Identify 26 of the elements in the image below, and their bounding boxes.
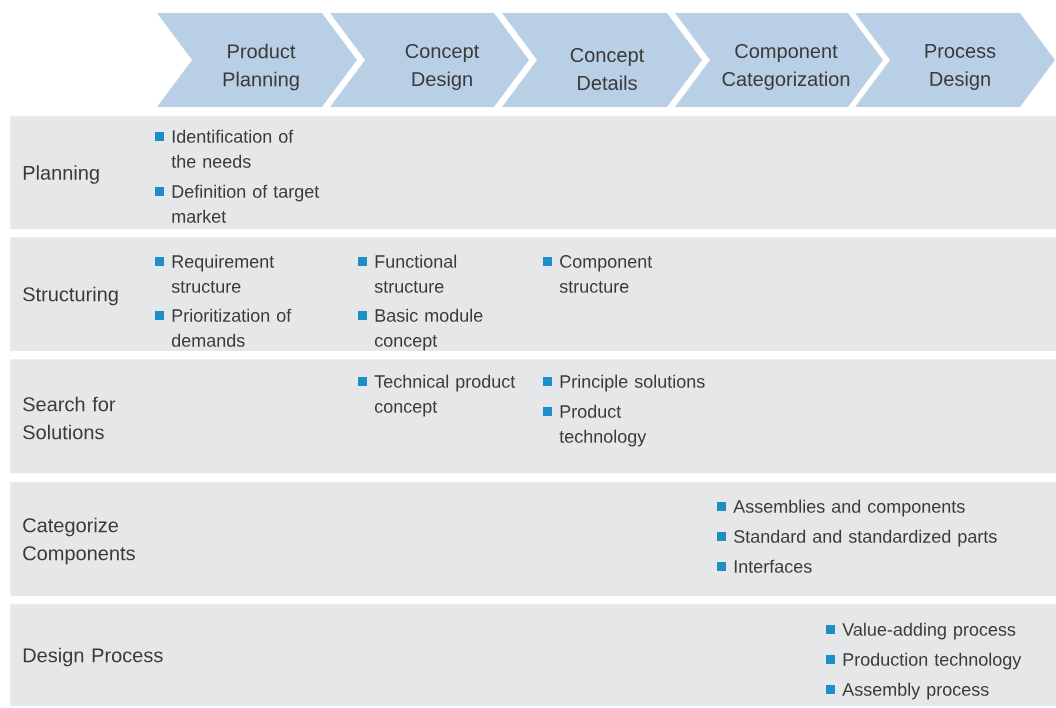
bullet-item: Component structure xyxy=(543,255,653,293)
node-label: Concept Design xyxy=(405,43,480,91)
phase-banner: Concept Details xyxy=(502,13,702,107)
bullet-item: Functional structure xyxy=(358,254,457,293)
bullet-item: Principle solutions xyxy=(543,374,705,392)
bullet-item: Technical product concept xyxy=(358,374,516,417)
phase-banner: Component Categorization xyxy=(675,13,883,107)
bullet-item: Interfaces xyxy=(717,559,812,573)
phase-banner: Process Design xyxy=(855,13,1055,107)
bullet-item: Requirement structure xyxy=(155,254,275,293)
node-label: Concept Details xyxy=(570,47,645,91)
bullet-item: Value-adding process xyxy=(826,622,1016,640)
bullet-item: Prioritization of demands xyxy=(155,308,292,347)
bullet-item: Definition of target market xyxy=(155,184,320,223)
node-label: Process Design xyxy=(925,44,996,90)
node-label: Component Categorization xyxy=(722,43,850,91)
bullet-item: Basic module concept xyxy=(358,308,483,351)
bullet-item: Identification of the needs xyxy=(155,129,294,168)
phase-banner: Product Planning xyxy=(157,13,357,107)
phase-banner: Concept Design xyxy=(330,13,529,107)
bullet-item: Assembly process xyxy=(826,682,989,700)
bullet-item: Standard and standardized parts xyxy=(717,529,997,547)
node-label: Product Planning xyxy=(223,43,299,91)
bullet-item: Production technology xyxy=(826,652,1022,670)
bullet-item: Product technology xyxy=(543,404,647,447)
bullet-item: Assemblies and components xyxy=(717,499,965,517)
